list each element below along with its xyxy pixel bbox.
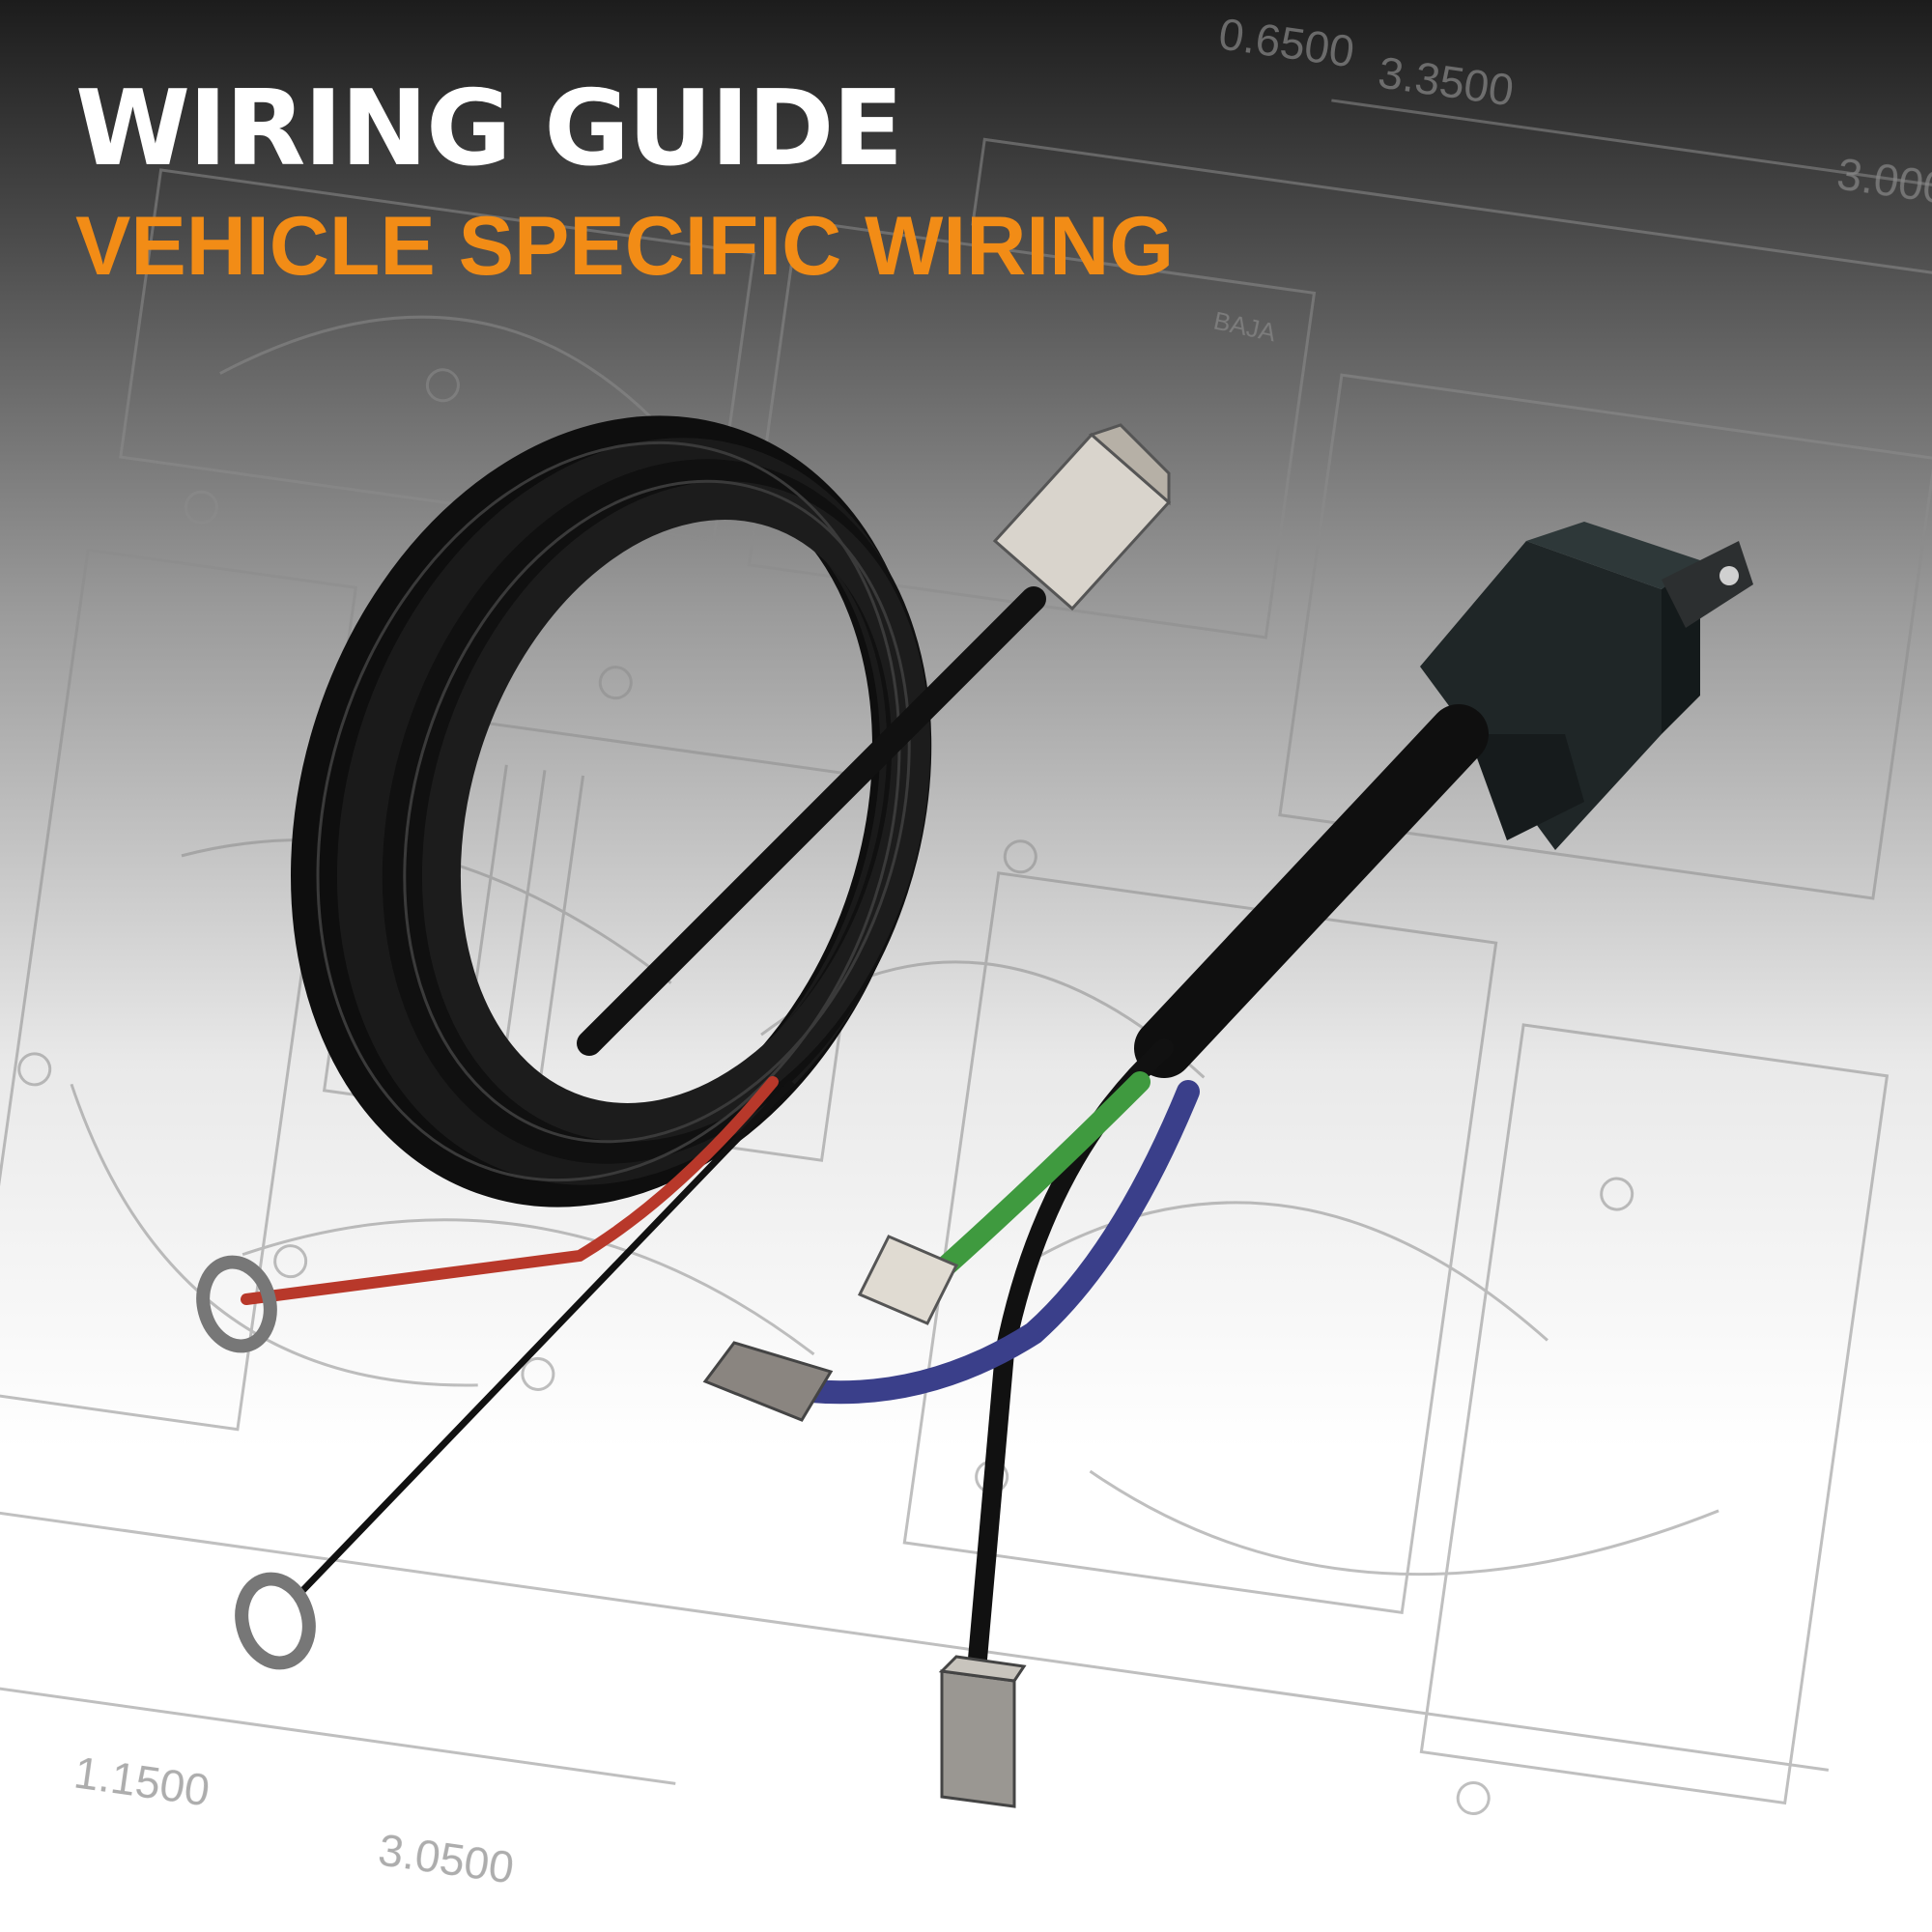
spade-connector-icon [938,1655,1027,1808]
title-block: WIRING GUIDE VEHICLE SPECIFIC WIRING [75,69,1175,293]
ring-terminal-icon [235,1572,316,1670]
main-harness-cable [1134,704,1489,1078]
power-lead-cable [577,586,1046,1056]
spade-connector-icon [702,1341,834,1422]
page-title: WIRING GUIDE [75,69,903,189]
ground-wire [297,1079,795,1597]
green-wire [936,1071,1151,1276]
ring-terminal-icon [196,1255,277,1353]
page-subtitle: VEHICLE SPECIFIC WIRING [75,200,1175,293]
relay-icon [1420,522,1753,850]
red-wire [241,1076,779,1305]
spade-connector-icon [857,1235,959,1325]
spade-connector-icon [992,423,1172,611]
blue-wire [800,1080,1200,1405]
coiled-cable-icon [291,415,932,1208]
